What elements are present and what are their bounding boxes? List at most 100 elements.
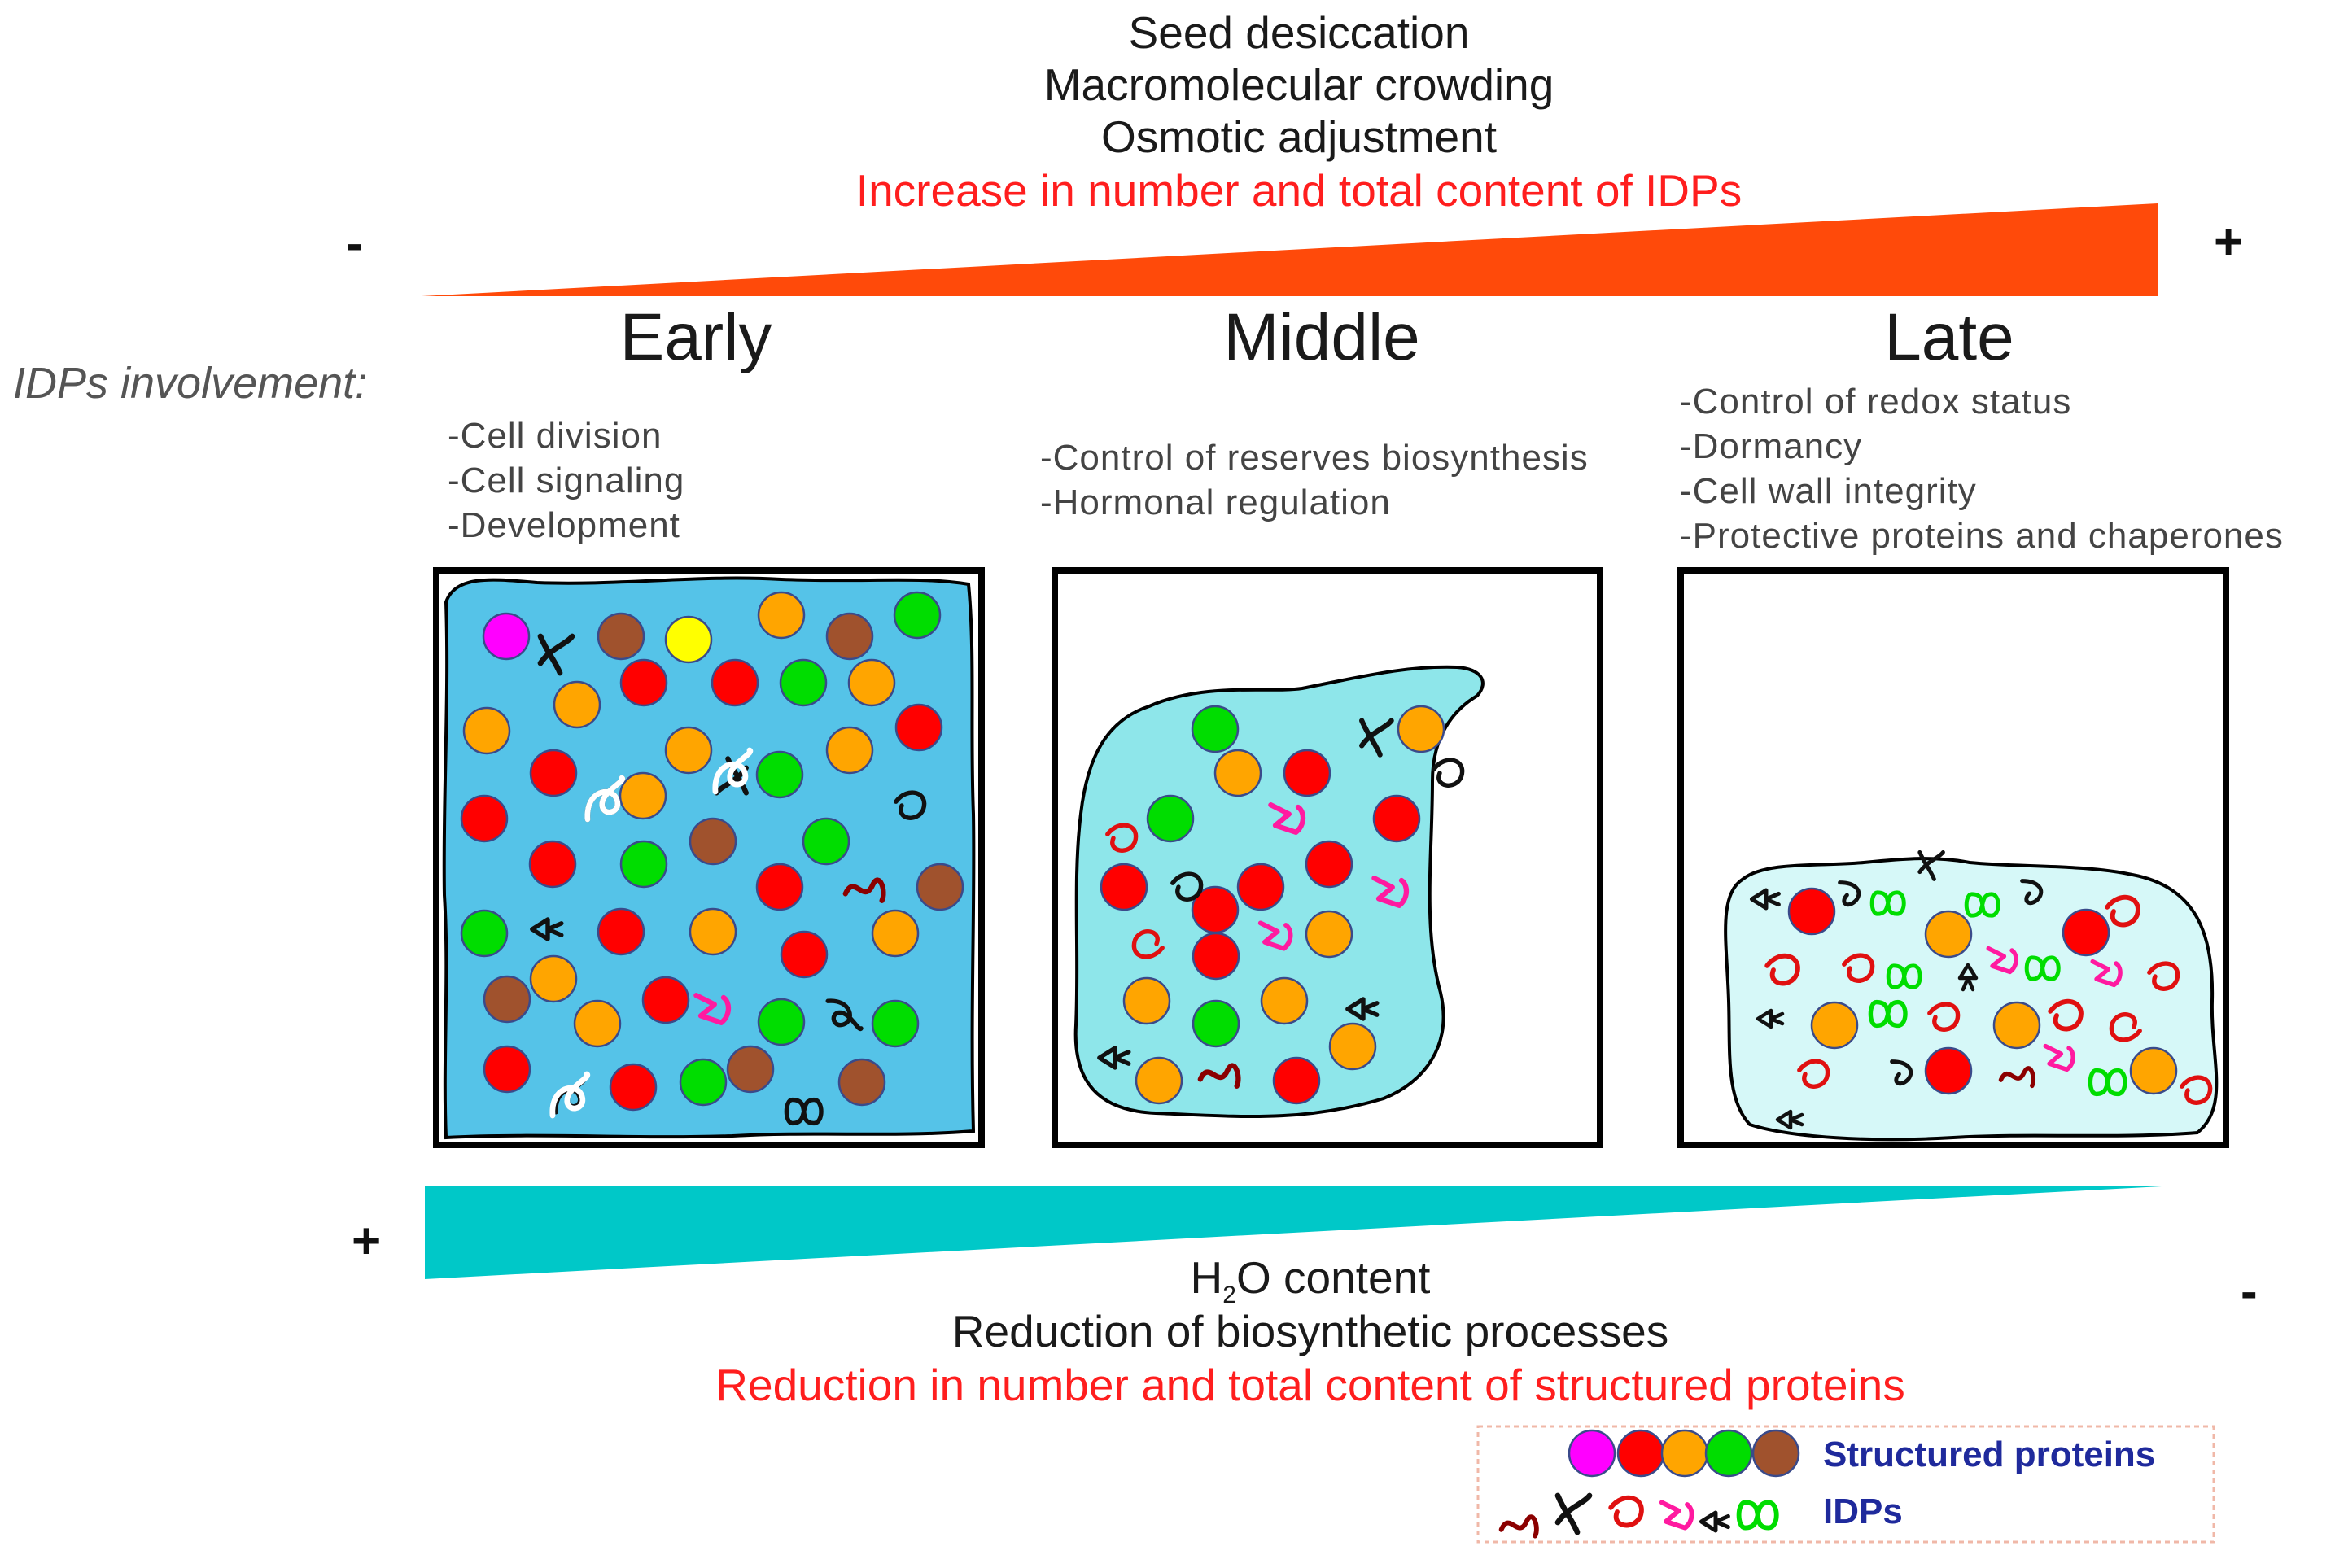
brown-protein-dot bbox=[837, 1058, 886, 1107]
eight-idp-squiggle bbox=[784, 1097, 824, 1126]
bottom-highlight: Reduction in number and total content of… bbox=[715, 1360, 1905, 1410]
late-role-item: -Protective proteins and chaperones bbox=[1680, 516, 2284, 556]
green-protein-dot bbox=[757, 998, 806, 1046]
curl-idp-squiggle bbox=[2105, 894, 2140, 928]
top-minus-sign: - bbox=[346, 216, 363, 272]
gamma-idp-squiggle bbox=[537, 633, 575, 676]
zig-idp-squiggle bbox=[1268, 802, 1306, 835]
red-protein-dot bbox=[1372, 794, 1421, 843]
white-idp-squiggle bbox=[549, 1071, 591, 1119]
red-protein-dot bbox=[1192, 932, 1240, 981]
orange-protein-dot bbox=[1660, 1429, 1709, 1478]
legend-structured-label: Structured proteins bbox=[1823, 1435, 2156, 1474]
middle-roles: -Control of reserves biosynthesis -Hormo… bbox=[1040, 435, 1589, 525]
loop-idp-squiggle bbox=[825, 998, 864, 1032]
green-protein-dot bbox=[1191, 705, 1240, 753]
legend-idps-label: IDPs bbox=[1823, 1492, 1903, 1531]
middle-role-item: -Hormonal regulation bbox=[1040, 483, 1391, 522]
curl-idp-squiggle bbox=[1764, 953, 1800, 986]
green-protein-dot bbox=[1192, 999, 1240, 1048]
eight-idp-squiggle bbox=[1886, 963, 1922, 989]
idps-involvement-label: IDPs involvement: bbox=[13, 359, 368, 408]
orange-protein-dot bbox=[619, 771, 667, 820]
stage-title-late: Late bbox=[1884, 300, 2014, 374]
bottom-minus-sign: - bbox=[2241, 1264, 2258, 1320]
header-highlight: Increase in number and total content of … bbox=[855, 165, 1743, 216]
curl-idp-squiggle bbox=[1797, 1059, 1830, 1089]
red-protein-dot bbox=[619, 658, 668, 707]
red-protein-dot bbox=[528, 840, 577, 889]
gamma-idp-squiggle bbox=[1917, 850, 1945, 881]
stage-title-early: Early bbox=[619, 300, 772, 374]
green-protein-dot bbox=[460, 909, 509, 958]
curl-idp-squiggle bbox=[1608, 1495, 1644, 1528]
zig-idp-squiggle bbox=[2090, 959, 2123, 988]
red-protein-dot bbox=[1283, 749, 1331, 797]
orange-protein-dot bbox=[847, 658, 896, 707]
red-protein-dot bbox=[1616, 1429, 1665, 1478]
green-protein-dot bbox=[779, 658, 828, 707]
gamma-idp-squiggle bbox=[1359, 718, 1394, 758]
orange-protein-dot bbox=[1397, 705, 1445, 753]
green-protein-dot bbox=[1704, 1429, 1753, 1478]
brown-protein-dot bbox=[726, 1045, 775, 1094]
tri-idp-squiggle bbox=[1756, 1008, 1785, 1029]
red-protein-dot bbox=[780, 930, 829, 979]
orange-protein-dot bbox=[664, 726, 713, 775]
header-line-2: Macromolecular crowding bbox=[1043, 59, 1554, 110]
early-role-item: -Cell division bbox=[448, 416, 662, 456]
orange-protein-dot bbox=[1810, 1001, 1859, 1050]
wave-idp-squiggle bbox=[842, 877, 886, 903]
zig-idp-squiggle bbox=[693, 993, 732, 1025]
late-role-item: -Cell wall integrity bbox=[1680, 471, 1977, 511]
late-roles: -Control of redox status -Dormancy -Cell… bbox=[1680, 379, 2284, 558]
magenta-protein-dot bbox=[482, 612, 531, 661]
curl-idp-squiggle bbox=[1927, 1002, 1961, 1032]
orange-protein-dot bbox=[462, 706, 511, 755]
curl-idp-squiggle bbox=[1842, 953, 1875, 983]
tri-idp-squiggle bbox=[1957, 963, 1979, 992]
early-role-item: -Development bbox=[448, 505, 680, 545]
brown-protein-dot bbox=[916, 863, 964, 911]
tri-idp-squiggle bbox=[530, 917, 564, 941]
tri-idp-squiggle bbox=[1345, 997, 1380, 1021]
red-protein-dot bbox=[1787, 887, 1836, 936]
curl-idp-squiggle bbox=[1131, 929, 1165, 959]
eight-idp-squiggle bbox=[1868, 999, 1908, 1029]
white-idp-squiggle bbox=[712, 747, 754, 795]
curl-idp-squiggle bbox=[894, 790, 927, 820]
orange-protein-dot bbox=[529, 954, 578, 1003]
header-line-1: Seed desiccation bbox=[1128, 7, 1470, 58]
green-protein-dot bbox=[802, 817, 850, 866]
h2o-subscript: 2 bbox=[1222, 1282, 1236, 1308]
yellow-protein-dot bbox=[664, 615, 713, 664]
green-protein-dot bbox=[755, 750, 804, 799]
orange-protein-dot bbox=[1305, 910, 1353, 959]
curl-idp-squiggle bbox=[2180, 1075, 2213, 1105]
green-protein-dot bbox=[679, 1058, 728, 1107]
zig-idp-squiggle bbox=[2043, 1043, 2075, 1072]
gamma-idp-squiggle bbox=[1554, 1492, 1593, 1535]
wave-idp-squiggle bbox=[1498, 1514, 1539, 1539]
red-protein-dot bbox=[1236, 863, 1285, 911]
eight-idp-squiggle bbox=[1736, 1500, 1779, 1531]
middle-role-item: -Control of reserves biosynthesis bbox=[1040, 438, 1589, 478]
red-protein-dot bbox=[483, 1045, 531, 1094]
brown-protein-dot bbox=[1751, 1429, 1800, 1478]
red-protein-dot bbox=[597, 907, 645, 956]
wave-idp-squiggle bbox=[1998, 1066, 2036, 1089]
eight-idp-squiggle bbox=[1869, 890, 1906, 916]
red-protein-dot bbox=[711, 658, 759, 707]
orange-protein-dot bbox=[1260, 976, 1309, 1025]
curl-idp-squiggle bbox=[2147, 961, 2180, 991]
hook-idp-squiggle bbox=[2020, 879, 2044, 906]
brown-protein-dot bbox=[689, 817, 737, 866]
green-protein-dot bbox=[1146, 794, 1195, 843]
brown-protein-dot bbox=[825, 612, 874, 661]
green-protein-dot bbox=[619, 840, 668, 889]
red-protein-dot bbox=[529, 749, 578, 797]
curl-idp-squiggle bbox=[1105, 823, 1139, 853]
middle-panel bbox=[1052, 567, 1603, 1148]
early-roles: -Cell division -Cell signaling -Developm… bbox=[448, 413, 684, 548]
